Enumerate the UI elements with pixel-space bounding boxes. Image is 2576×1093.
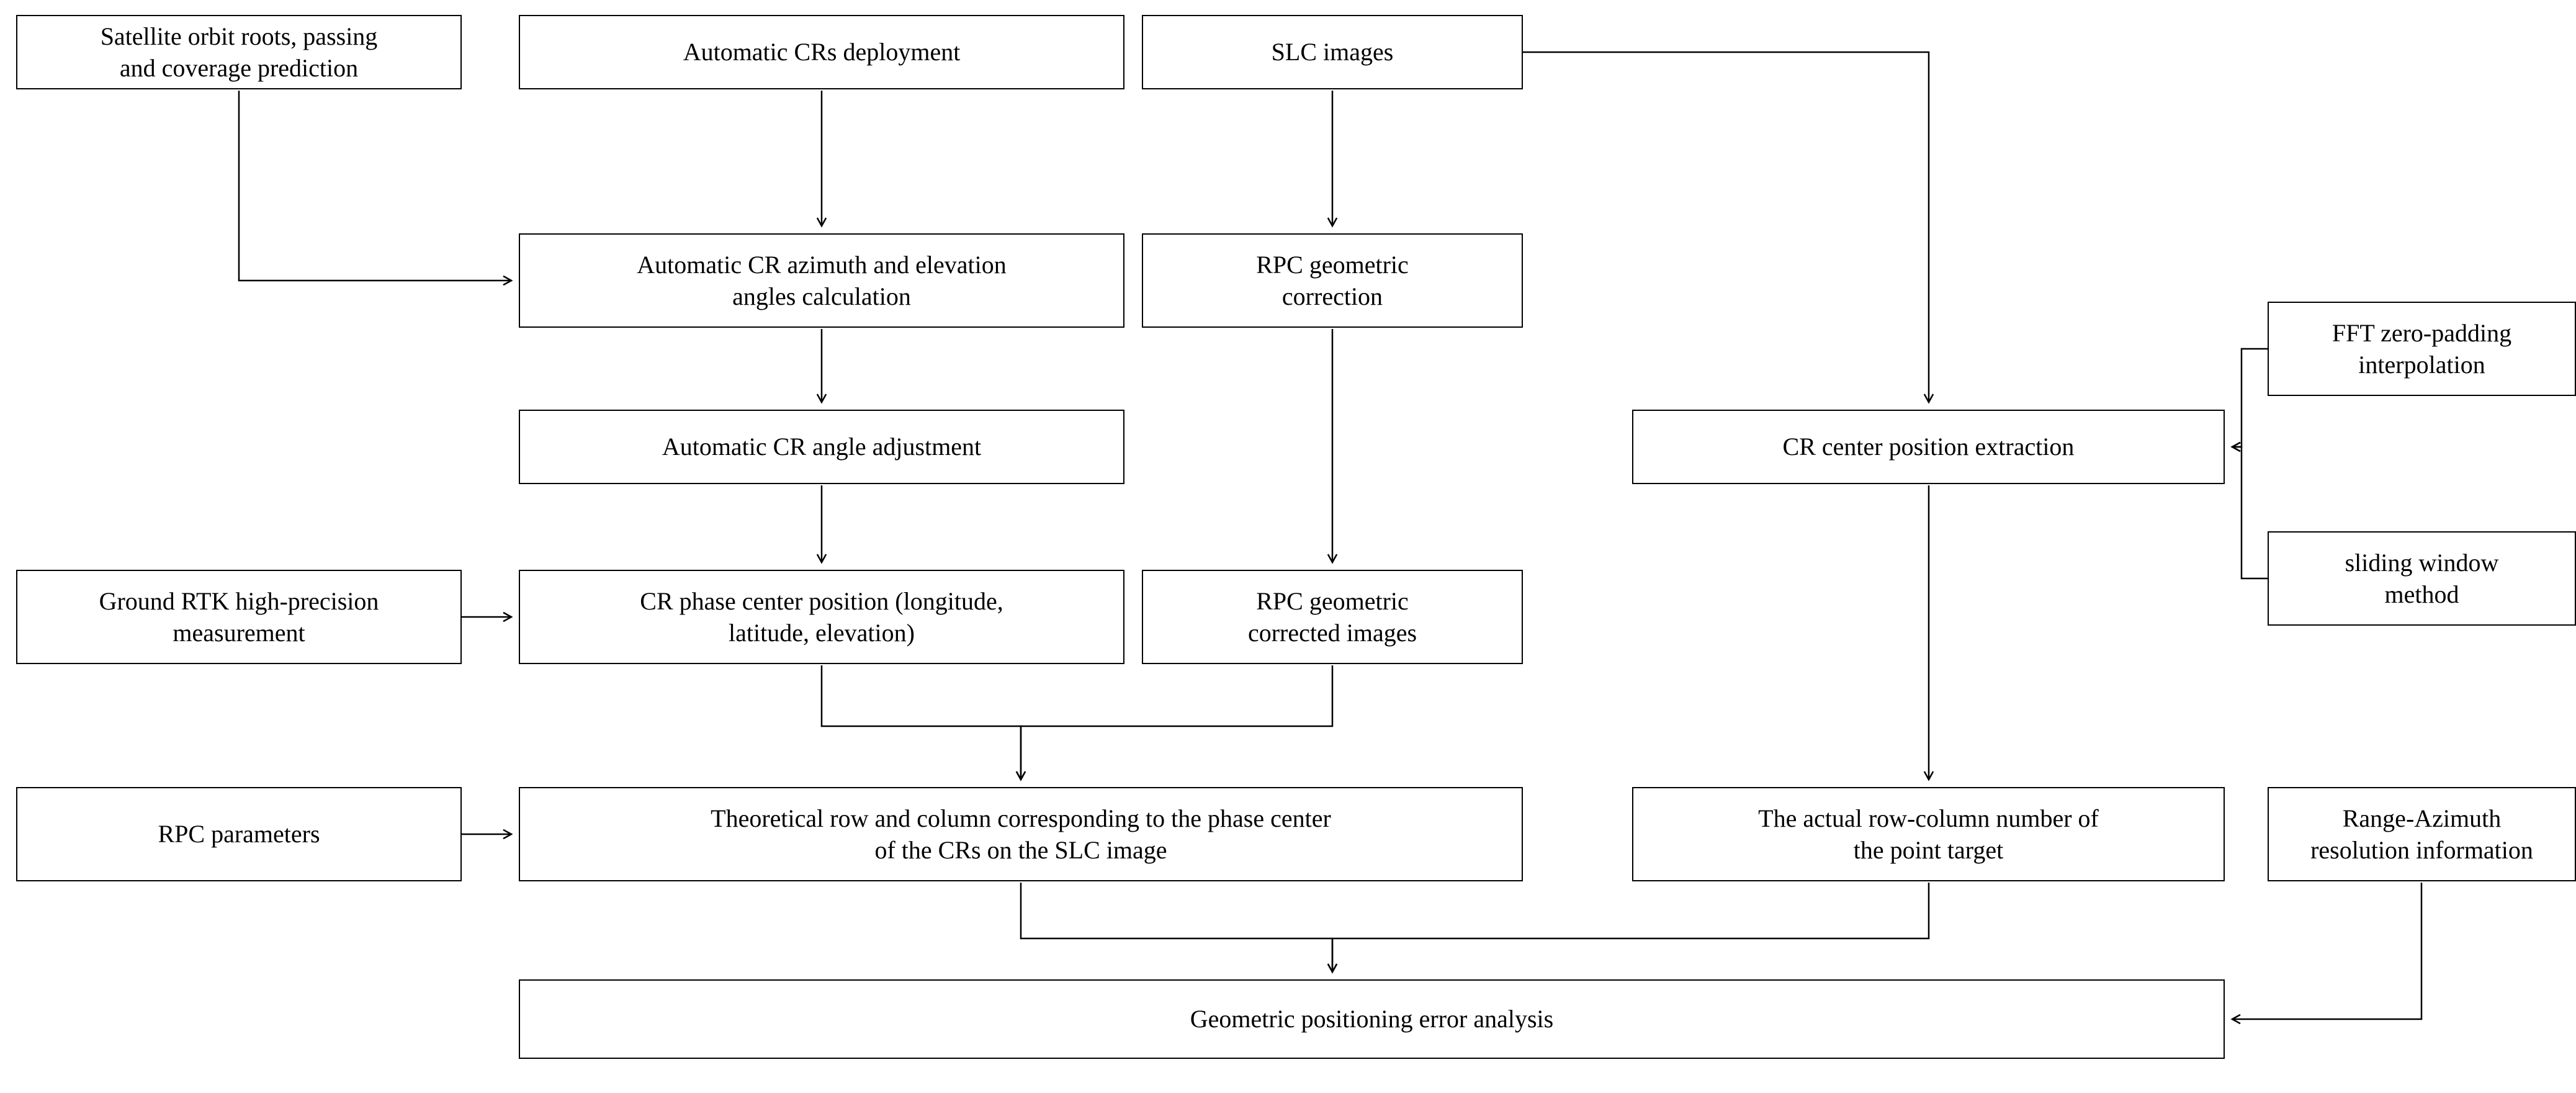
- node-fft-zero-padding[interactable]: FFT zero-padding interpolation: [2268, 302, 2576, 396]
- arrowhead-ground-rtk-to-phase-center: [503, 611, 513, 623]
- connector-range-azimuth-to-error-analysis: [2232, 883, 2423, 1020]
- arrowhead-corrected-images-to-theoretical: [1015, 771, 1026, 781]
- node-label: SLC images: [1271, 38, 1394, 66]
- node-theoretical-row-column[interactable]: Theoretical row and column corresponding…: [519, 787, 1523, 881]
- arrowhead-satellite-orbit-to-cr-angles: [503, 275, 513, 286]
- arrowhead-sliding-window-to-cr-center-extraction: [2230, 441, 2241, 452]
- connector-corrected-images-to-theoretical: [1020, 665, 1334, 780]
- node-automatic-crs-deployment[interactable]: Automatic CRs deployment: [519, 15, 1124, 89]
- node-label: Geometric positioning error analysis: [1190, 1005, 1554, 1033]
- node-cr-center-position-extraction[interactable]: CR center position extraction: [1632, 410, 2225, 484]
- arrowhead-rpc-parameters-to-theoretical: [503, 829, 513, 840]
- node-label: RPC geometric correction: [1256, 250, 1409, 310]
- node-range-azimuth-resolution[interactable]: Range-Azimuth resolution information: [2268, 787, 2576, 881]
- connector-fft-to-cr-center-extraction: [2232, 348, 2268, 448]
- node-label: Satellite orbit roots, passing and cover…: [100, 22, 378, 82]
- node-label: Range-Azimuth resolution information: [2310, 804, 2533, 864]
- arrowhead-theoretical-to-error-analysis: [1327, 963, 1338, 974]
- node-rpc-parameters[interactable]: RPC parameters: [16, 787, 462, 881]
- node-rpc-geometric-correction[interactable]: RPC geometric correction: [1142, 233, 1523, 328]
- node-label: Theoretical row and column corresponding…: [711, 804, 1331, 864]
- node-cr-phase-center-position[interactable]: CR phase center position (longitude, lat…: [519, 570, 1124, 664]
- arrowhead-deployment-to-cr-angles: [816, 217, 827, 228]
- arrowhead-slc-to-cr-center-extraction: [1923, 394, 1934, 404]
- arrowhead-angle-adjustment-to-phase-center: [816, 554, 827, 564]
- node-actual-row-column[interactable]: The actual row-column number of the poin…: [1632, 787, 2225, 881]
- arrowhead-fft-to-cr-center-extraction: [2230, 441, 2241, 452]
- arrowhead-cr-angles-to-angle-adjustment: [816, 394, 827, 404]
- node-automatic-cr-angle-adjustment[interactable]: Automatic CR angle adjustment: [519, 410, 1124, 484]
- node-label: The actual row-column number of the poin…: [1758, 804, 2099, 864]
- connector-theoretical-to-error-analysis: [1020, 883, 1334, 972]
- node-sliding-window-method[interactable]: sliding window method: [2268, 531, 2576, 626]
- node-label: sliding window method: [2345, 548, 2499, 608]
- node-label: Automatic CRs deployment: [683, 38, 961, 66]
- connector-sliding-window-to-cr-center-extraction: [2232, 446, 2268, 580]
- node-label: RPC parameters: [158, 820, 320, 848]
- arrowhead-actual-to-error-analysis: [1327, 963, 1338, 974]
- connector-phase-center-to-theoretical: [820, 665, 1022, 780]
- node-label: CR phase center position (longitude, lat…: [640, 587, 1003, 647]
- node-automatic-cr-angles[interactable]: Automatic CR azimuth and elevation angle…: [519, 233, 1124, 328]
- connector-satellite-orbit-to-cr-angles: [238, 91, 511, 282]
- node-label: Automatic CR azimuth and elevation angle…: [637, 250, 1007, 310]
- node-label: RPC geometric corrected images: [1247, 587, 1417, 647]
- arrowhead-slc-to-rpc-correction: [1327, 217, 1338, 228]
- connector-actual-to-error-analysis: [1331, 883, 1930, 972]
- connector-slc-to-cr-center-extraction: [1523, 51, 1930, 402]
- node-geometric-positioning-error[interactable]: Geometric positioning error analysis: [519, 979, 2225, 1059]
- node-ground-rtk[interactable]: Ground RTK high-precision measurement: [16, 570, 462, 664]
- node-rpc-geometric-corrected-images[interactable]: RPC geometric corrected images: [1142, 570, 1523, 664]
- node-satellite-orbit[interactable]: Satellite orbit roots, passing and cover…: [16, 15, 462, 89]
- arrowhead-rpc-correction-to-corrected-images: [1327, 554, 1338, 564]
- node-label: CR center position extraction: [1782, 433, 2075, 461]
- node-label: FFT zero-padding interpolation: [2331, 318, 2512, 379]
- arrowhead-range-azimuth-to-error-analysis: [2230, 1014, 2241, 1025]
- node-label: Ground RTK high-precision measurement: [99, 587, 379, 647]
- node-label: Automatic CR angle adjustment: [662, 433, 982, 461]
- node-slc-images[interactable]: SLC images: [1142, 15, 1523, 89]
- arrowhead-phase-center-to-theoretical: [1015, 771, 1026, 781]
- arrowhead-cr-center-extraction-to-actual: [1923, 771, 1934, 781]
